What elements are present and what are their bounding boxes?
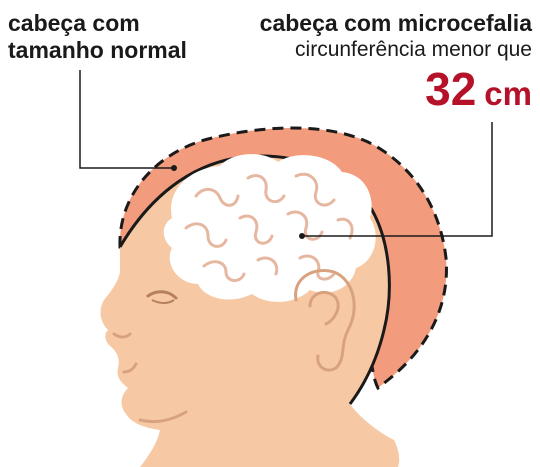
circumference-unit: cm xyxy=(484,75,532,112)
microcephaly-label: cabeça com microcefalia circunferência m… xyxy=(260,10,532,113)
normal-head-label-line1: cabeça com xyxy=(8,10,187,37)
microcephaly-leader-dot xyxy=(299,233,305,239)
normal-head-label: cabeça com tamanho normal xyxy=(8,10,187,64)
microcephaly-subtitle: circunferência menor que xyxy=(260,37,532,63)
microcephaly-title: cabeça com microcefalia xyxy=(260,10,532,37)
normal-head-leader-line xyxy=(80,70,174,168)
normal-head-leader-dot xyxy=(171,165,177,171)
normal-head-label-line2: tamanho normal xyxy=(8,37,187,64)
circumference-value: 32 xyxy=(425,63,476,115)
